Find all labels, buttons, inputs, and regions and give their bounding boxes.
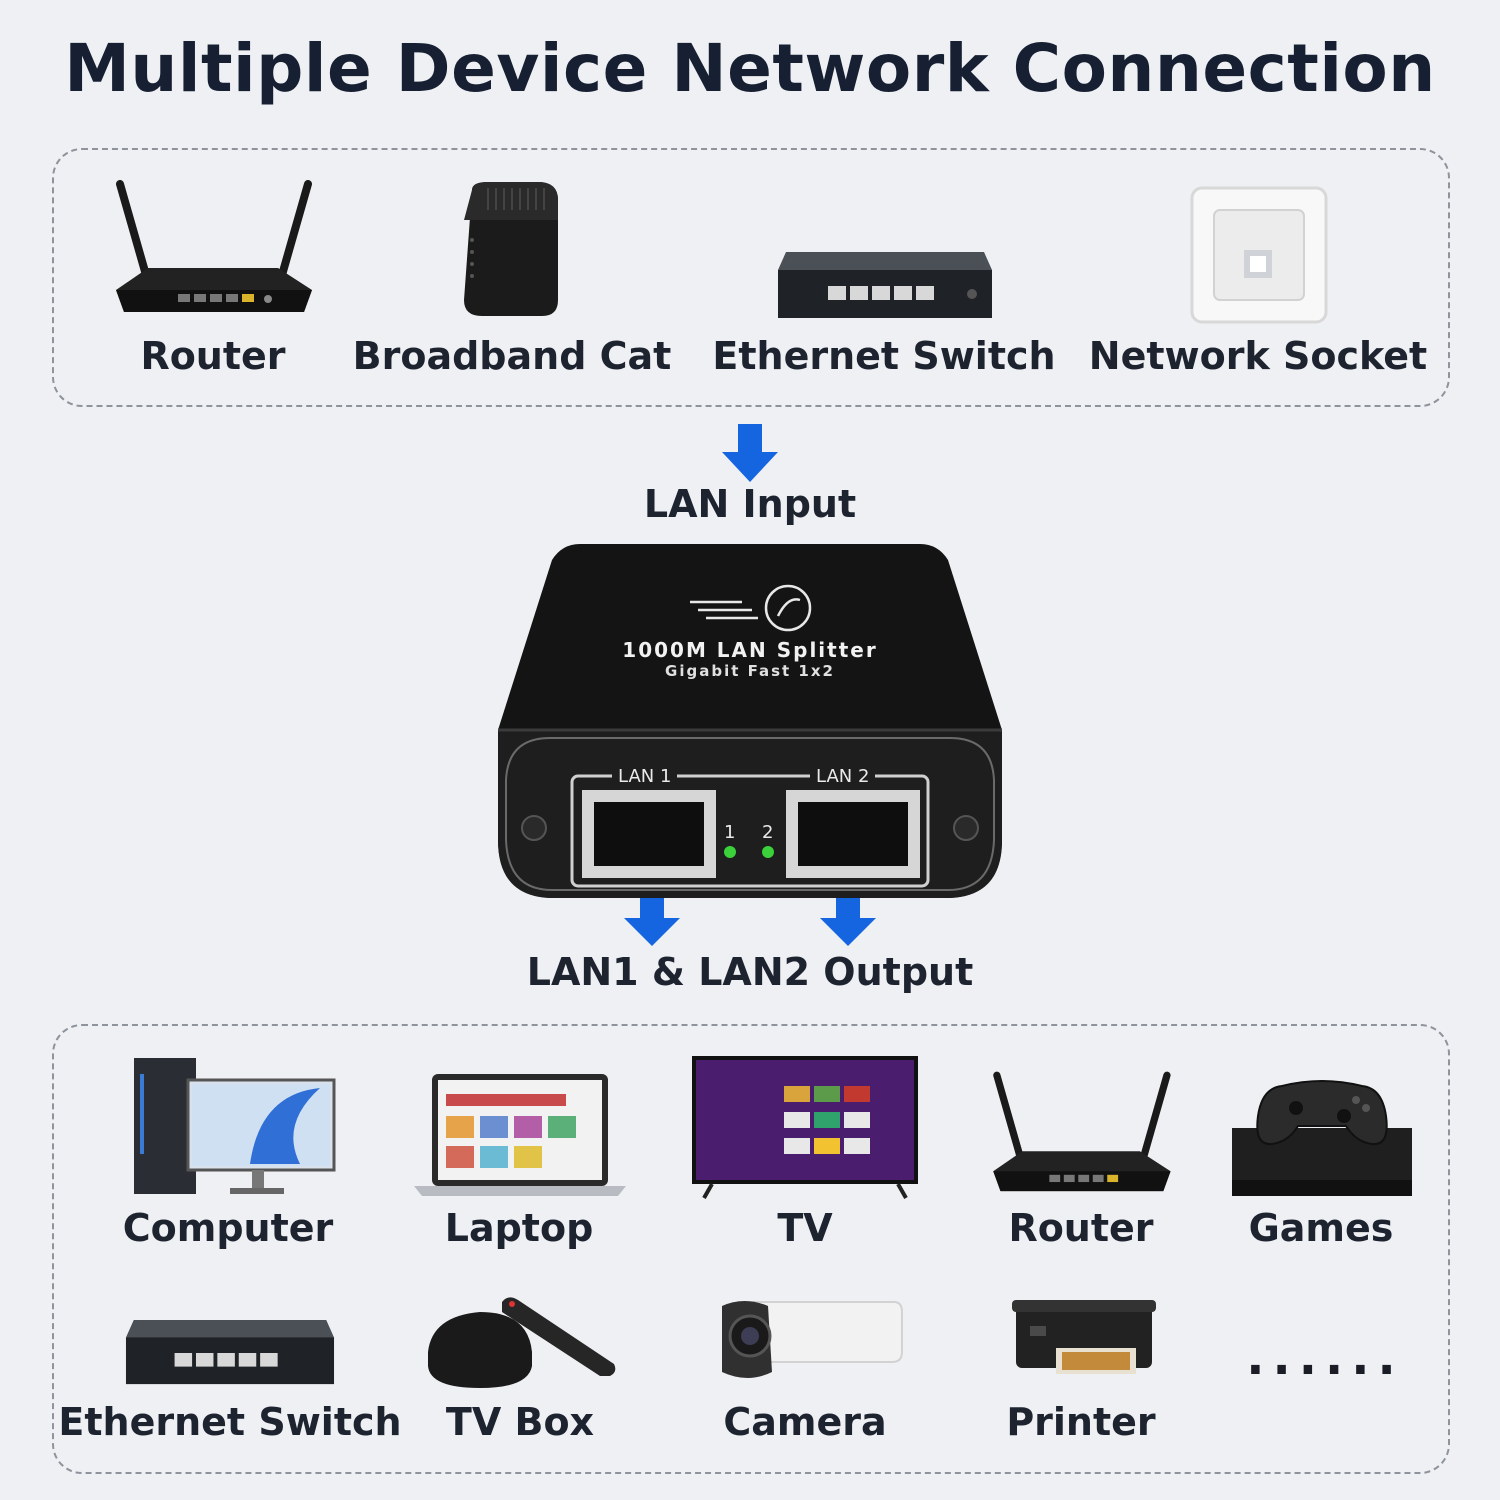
- device-label-computer: Computer: [122, 1206, 334, 1250]
- output-arrow-lan1-icon: [624, 898, 680, 946]
- lan-splitter-device: 1000M LAN Splitter Gigabit Fast 1x2 LAN …: [490, 540, 1010, 908]
- switch-icon: [776, 250, 994, 322]
- wall-socket-icon: [1190, 186, 1328, 324]
- device-label-camera: Camera: [723, 1400, 887, 1444]
- device-label-laptop: Laptop: [444, 1206, 594, 1250]
- port-lan1-label: LAN 1: [612, 766, 678, 787]
- led1-label: 1: [724, 822, 736, 843]
- game-console-icon: [1226, 1076, 1418, 1200]
- switch-icon: [124, 1318, 336, 1388]
- printer-icon: [1010, 1296, 1158, 1388]
- page-title: Multiple Device Network Connection: [64, 30, 1436, 107]
- device-label-printer: Printer: [1006, 1400, 1156, 1444]
- device-label-router-output: Router: [1008, 1206, 1154, 1250]
- output-label: LAN1 & LAN2 Output: [526, 950, 974, 994]
- modem-icon: [458, 180, 568, 320]
- laptop-icon: [412, 1070, 628, 1200]
- device-label-tv: TV: [777, 1206, 833, 1250]
- lan-input-label: LAN Input: [643, 482, 857, 526]
- router-icon: [986, 1070, 1176, 1200]
- output-arrow-lan2-icon: [820, 898, 876, 946]
- device-label-games: Games: [1248, 1206, 1394, 1250]
- device-label-ethernet-switch: Ethernet Switch: [712, 334, 1056, 378]
- led2-label: 2: [762, 822, 774, 843]
- port-lan2-label: LAN 2: [810, 766, 876, 787]
- tv-icon: [690, 1054, 920, 1200]
- splitter-subtitle: Gigabit Fast 1x2: [665, 662, 835, 680]
- more-icon: ......: [1246, 1330, 1404, 1386]
- device-label-network-socket: Network Socket: [1088, 334, 1428, 378]
- device-label-tv-box: TV Box: [445, 1400, 595, 1444]
- device-label-router: Router: [140, 334, 286, 378]
- tv-box-icon: [420, 1292, 620, 1392]
- computer-icon: [130, 1054, 340, 1199]
- input-devices-panel: [52, 148, 1450, 407]
- device-label-broadband-cat: Broadband Cat: [352, 334, 672, 378]
- security-camera-icon: [708, 1296, 904, 1386]
- splitter-name: 1000M LAN Splitter: [622, 638, 878, 662]
- device-label-ethernet-switch-output: Ethernet Switch: [58, 1400, 402, 1444]
- input-arrow-icon: [722, 424, 778, 482]
- output-devices-panel: [52, 1024, 1450, 1474]
- router-icon: [108, 180, 318, 320]
